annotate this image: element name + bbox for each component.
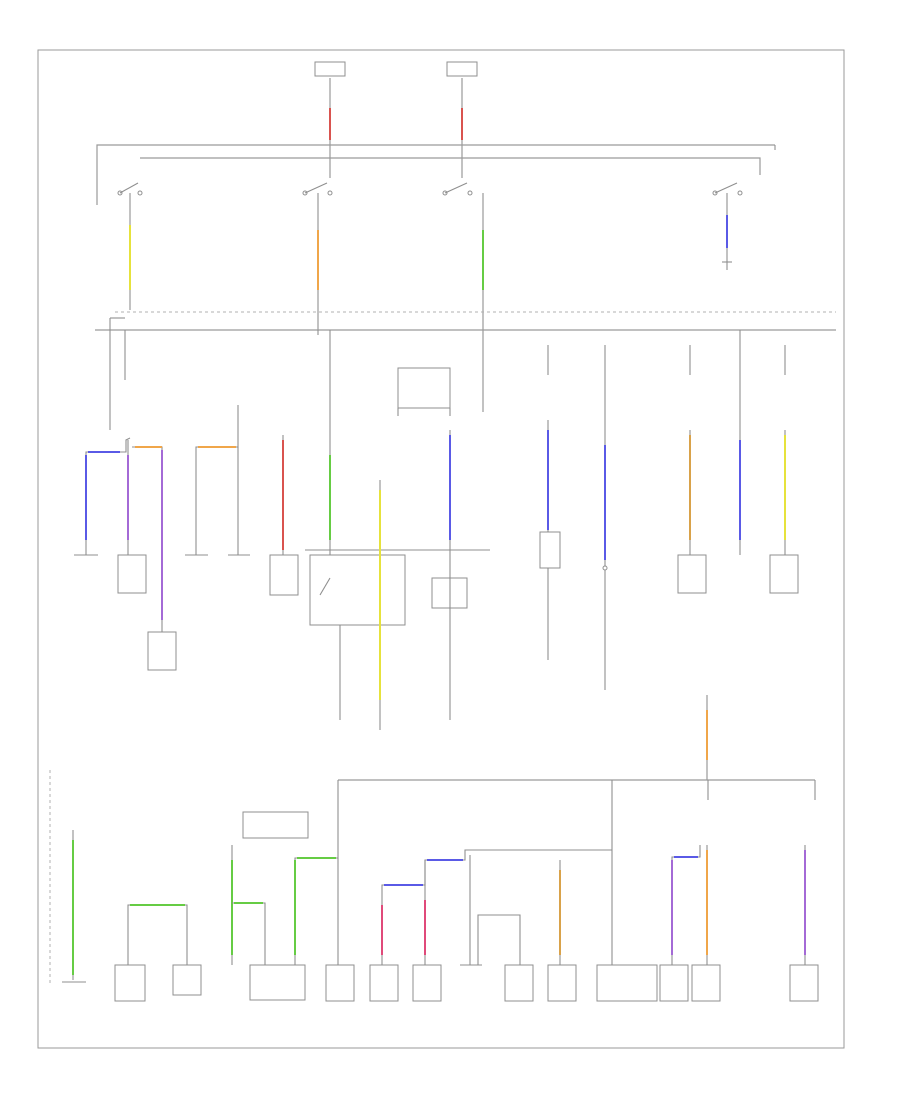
relay-2 (302, 182, 333, 210)
relay-3 (442, 182, 484, 210)
relay-1 (117, 182, 143, 210)
fuse-box-boundary (95, 311, 836, 430)
components-row1 (74, 554, 299, 671)
lower-feed (49, 695, 816, 985)
lower-components (62, 964, 819, 1002)
center-right-circuits (539, 420, 799, 690)
lower-circuits (72, 800, 806, 980)
center-switch-block (305, 430, 490, 730)
top-fuse-feeds (314, 61, 478, 178)
upper-buses (96, 144, 776, 205)
relay-4 (712, 182, 743, 210)
relays (117, 182, 743, 210)
module-box (397, 367, 451, 409)
diagram-frame (37, 49, 845, 1049)
relay-outputs (129, 210, 732, 412)
fuse-drops (124, 330, 786, 440)
left-circuits (85, 405, 331, 632)
